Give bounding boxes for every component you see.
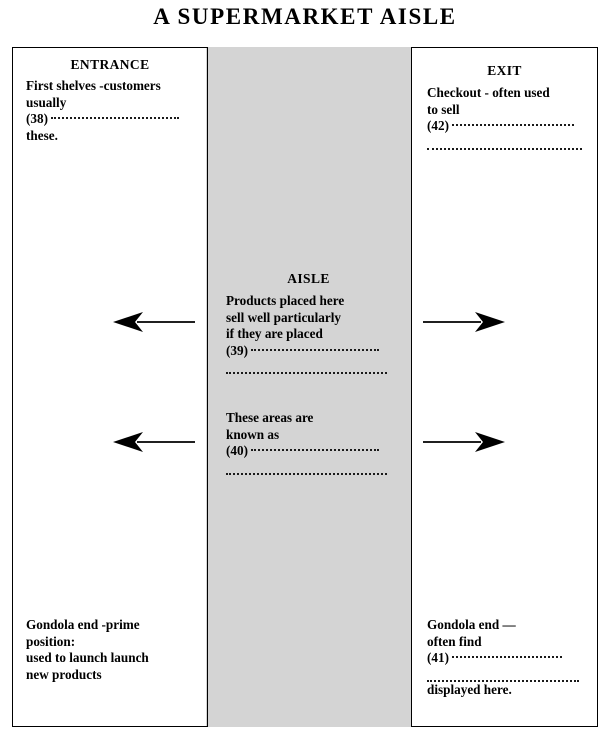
answer-blank-38[interactable] <box>50 117 179 120</box>
answer-blank-42b[interactable] <box>427 136 582 150</box>
answer-blank-42a[interactable] <box>451 124 574 127</box>
answer-blank-41a[interactable] <box>451 656 562 659</box>
gap-number-42: (42) <box>427 118 449 134</box>
gondola-right-line-2: often find <box>427 633 482 649</box>
supermarket-aisle-diagram <box>12 47 598 727</box>
gondola-right-line-after-gap: displayed here. <box>427 681 512 697</box>
gondola-left-line-1: Gondola end -prime <box>26 617 140 632</box>
aisle-column <box>206 47 412 727</box>
gondola-left-description: Gondola end -prime position: used to lau… <box>26 617 208 683</box>
page-title: A SUPERMARKET AISLE <box>153 4 457 29</box>
arrow-left-upper-icon <box>113 311 195 333</box>
aisle-block-2: These areas are known as (40) <box>226 410 396 475</box>
gondola-left-line-3: used to launch launch <box>26 650 149 666</box>
entrance-line-1: First shelves -customers <box>26 78 161 93</box>
arrow-right-lower-icon <box>423 431 505 453</box>
aisle-b1-line-2: sell well particularly <box>226 309 342 325</box>
right-shelf-box <box>411 47 598 727</box>
exit-heading: EXIT <box>487 63 522 78</box>
exit-line-1: Checkout - often used <box>427 85 550 100</box>
aisle-gap-39: (39) <box>226 343 396 360</box>
aisle-gap-40: (40) <box>226 443 396 460</box>
gondola-left-line-4: new products <box>26 666 102 682</box>
answer-blank-40b[interactable] <box>226 461 387 475</box>
gondola-right-line-1: Gondola end — <box>427 617 516 632</box>
answer-blank-41b[interactable] <box>427 668 579 682</box>
exit-line-2: to sell <box>427 101 460 117</box>
gap-number-39: (39) <box>226 342 248 358</box>
aisle-b2-line-2: known as <box>226 426 280 442</box>
arrow-left-lower-icon <box>113 431 195 453</box>
entrance-line-after-gap: these. <box>26 127 58 143</box>
left-shelf-box <box>12 47 208 727</box>
gap-number-40: (40) <box>226 443 248 459</box>
gondola-left-line-2: position: <box>26 633 76 649</box>
aisle-b2-line-1: These areas are <box>226 410 314 425</box>
gondola-right-gap-41: (41) <box>427 650 595 667</box>
aisle-b1-line-3: if they are placed <box>226 326 323 342</box>
gap-number-38: (38) <box>26 111 48 127</box>
exit-gap-42: (42) <box>427 118 595 135</box>
gap-number-41: (41) <box>427 650 449 666</box>
answer-blank-40a[interactable] <box>250 449 379 452</box>
entrance-gap-38: (38) <box>26 111 208 128</box>
answer-blank-39b[interactable] <box>226 360 387 375</box>
aisle-b1-line-1: Products placed here <box>226 293 345 308</box>
entrance-heading: ENTRANCE <box>70 57 150 72</box>
aisle-block-1: Products placed here sell well particula… <box>226 293 396 375</box>
aisle-heading: AISLE <box>287 271 330 286</box>
arrow-right-upper-icon <box>423 311 505 333</box>
answer-blank-39a[interactable] <box>250 348 379 351</box>
entrance-description: First shelves -customers usually (38) th… <box>26 78 208 144</box>
gondola-right-description: Gondola end — often find (41) displayed … <box>427 617 595 698</box>
exit-description: Checkout - often used to sell (42) <box>427 85 595 150</box>
entrance-line-2: usually <box>26 94 67 110</box>
